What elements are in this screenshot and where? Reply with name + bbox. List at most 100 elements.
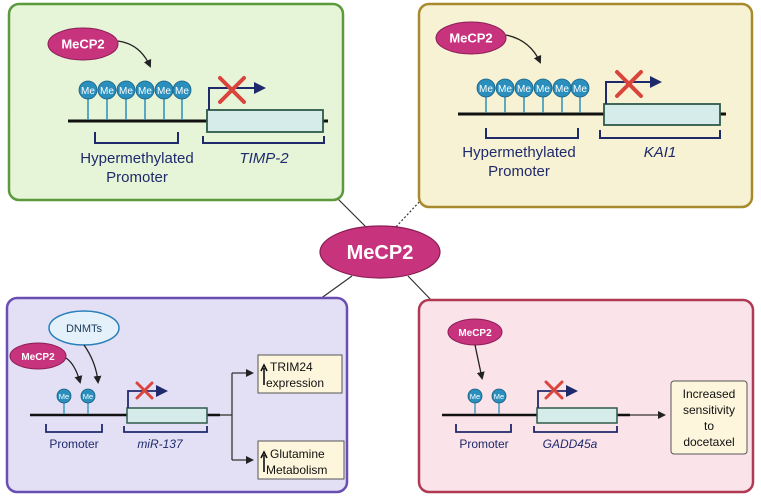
methyl-group: Me xyxy=(570,78,590,113)
mecp2-binding-arrow xyxy=(474,344,485,380)
mecp2-binding-arrow xyxy=(505,34,542,64)
outcome-line3: to xyxy=(704,419,714,433)
methyl-group: Me xyxy=(476,78,496,113)
mecp2-label: MeCP2 xyxy=(61,37,104,52)
gene-label: TIMP-2 xyxy=(239,150,289,167)
me-label: Me xyxy=(536,84,550,95)
outcome-line4: docetaxel xyxy=(683,435,734,449)
methyl-group: Me xyxy=(56,388,72,414)
methyl-groups: Me Me Me Me Me Me xyxy=(78,80,192,120)
connector-top-right-dotted xyxy=(393,198,423,230)
outcome-box-glutamine xyxy=(257,440,345,480)
outcome-glutamine-line1: Glutamine xyxy=(270,447,325,461)
connector-bottom-left xyxy=(319,275,353,300)
repression-x-icon xyxy=(218,76,246,104)
gene-bracket xyxy=(533,426,618,433)
panel-top-left: MeCP2 Me Me Me Me Me Me Hypermethylated … xyxy=(7,2,345,202)
me-label: Me xyxy=(470,392,480,401)
methyl-group: Me xyxy=(172,80,192,120)
methyl-groups: Me Me Me Me Me Me xyxy=(476,78,590,113)
promoter-bracket xyxy=(94,132,179,144)
gene-bracket xyxy=(123,426,208,433)
mecp2-oval xyxy=(47,27,119,61)
panel-bottom-right: MeCP2 Me Me Promoter GADD45a Increased s… xyxy=(417,298,755,494)
me-label: Me xyxy=(498,84,512,95)
mecp2-oval xyxy=(435,21,507,55)
repression-x-icon xyxy=(615,70,643,98)
gene-box xyxy=(603,103,721,126)
methyl-group: Me xyxy=(467,388,483,414)
methyl-group: Me xyxy=(491,388,507,414)
mecp2-binding-arrow xyxy=(117,40,152,68)
methyl-groups: Me Me xyxy=(56,388,96,414)
me-label: Me xyxy=(573,84,587,95)
panel-bottom-left: DNMTs MeCP2 Me Me Promoter miR-137 TRIM2… xyxy=(5,296,349,494)
tss-arrow xyxy=(208,82,266,110)
outcome-line2: sensitivity xyxy=(683,403,735,417)
up-arrow-icon xyxy=(260,363,268,385)
tss-arrow xyxy=(127,385,168,408)
outcome-glutamine-line2: Metabolism xyxy=(266,463,327,477)
dnmts-label: DNMTs xyxy=(66,323,103,335)
up-arrow-icon xyxy=(260,450,268,472)
me-label: Me xyxy=(157,86,171,97)
gene-bracket xyxy=(599,130,721,139)
repression-x-icon xyxy=(544,380,564,400)
mecp2-binding-arrow xyxy=(65,357,83,384)
promoter-label-line2: Promoter xyxy=(488,163,550,180)
methyl-group: Me xyxy=(116,80,136,120)
gene-label: KAI1 xyxy=(644,144,677,161)
promoter-label: Promoter xyxy=(459,437,508,451)
center-mecp2-oval xyxy=(319,225,441,279)
methyl-group: Me xyxy=(97,80,117,120)
connector-bottom-right xyxy=(407,275,435,304)
me-label: Me xyxy=(494,392,504,401)
me-label: Me xyxy=(555,84,569,95)
tss-arrow xyxy=(537,385,578,408)
me-label: Me xyxy=(81,86,95,97)
center-node: MeCP2 xyxy=(319,225,441,279)
methyl-group: Me xyxy=(533,78,553,113)
outcome-box-trim24 xyxy=(257,354,343,394)
methyl-group: Me xyxy=(135,80,155,120)
gene-label: GADD45a xyxy=(543,437,598,451)
dnmts-arrow xyxy=(83,344,102,384)
promoter-bracket xyxy=(485,128,579,139)
outcome-line1: Increased xyxy=(683,387,736,401)
repression-x-icon xyxy=(135,381,154,400)
promoter-label: Promoter xyxy=(49,437,98,451)
mecp2-label: MeCP2 xyxy=(458,328,492,339)
center-mecp2-label: MeCP2 xyxy=(347,242,414,264)
me-label: Me xyxy=(517,84,531,95)
promoter-bracket xyxy=(45,424,103,433)
me-label: Me xyxy=(175,86,189,97)
methyl-group: Me xyxy=(552,78,572,113)
me-label: Me xyxy=(479,84,493,95)
gene-box xyxy=(126,407,208,424)
outcome-trim24-line1: TRIM24 xyxy=(270,360,313,374)
me-label: Me xyxy=(59,392,69,401)
panel-bottom-right-box xyxy=(417,298,755,494)
connector-top-left xyxy=(337,198,369,230)
tss-arrow xyxy=(605,76,662,104)
panel-top-right-box xyxy=(417,2,754,209)
mecp2-label: MeCP2 xyxy=(21,352,55,363)
methyl-group: Me xyxy=(78,80,98,120)
outcome-trim24-line2: expression xyxy=(266,376,324,390)
me-label: Me xyxy=(83,392,93,401)
panel-top-right: MeCP2 Me Me Me Me Me Me Hypermethylated … xyxy=(417,2,754,209)
methyl-groups: Me Me xyxy=(467,388,507,414)
me-label: Me xyxy=(138,86,152,97)
me-label: Me xyxy=(100,86,114,97)
mecp2-label: MeCP2 xyxy=(449,31,492,46)
me-label: Me xyxy=(119,86,133,97)
gene-box xyxy=(206,109,324,133)
outcome-box-docetaxel xyxy=(670,380,748,455)
gene-bracket xyxy=(202,136,325,144)
mecp2-oval xyxy=(9,342,67,370)
methyl-group: Me xyxy=(80,388,96,414)
promoter-label-line2: Promoter xyxy=(106,169,168,186)
gene-label: miR-137 xyxy=(137,437,184,451)
